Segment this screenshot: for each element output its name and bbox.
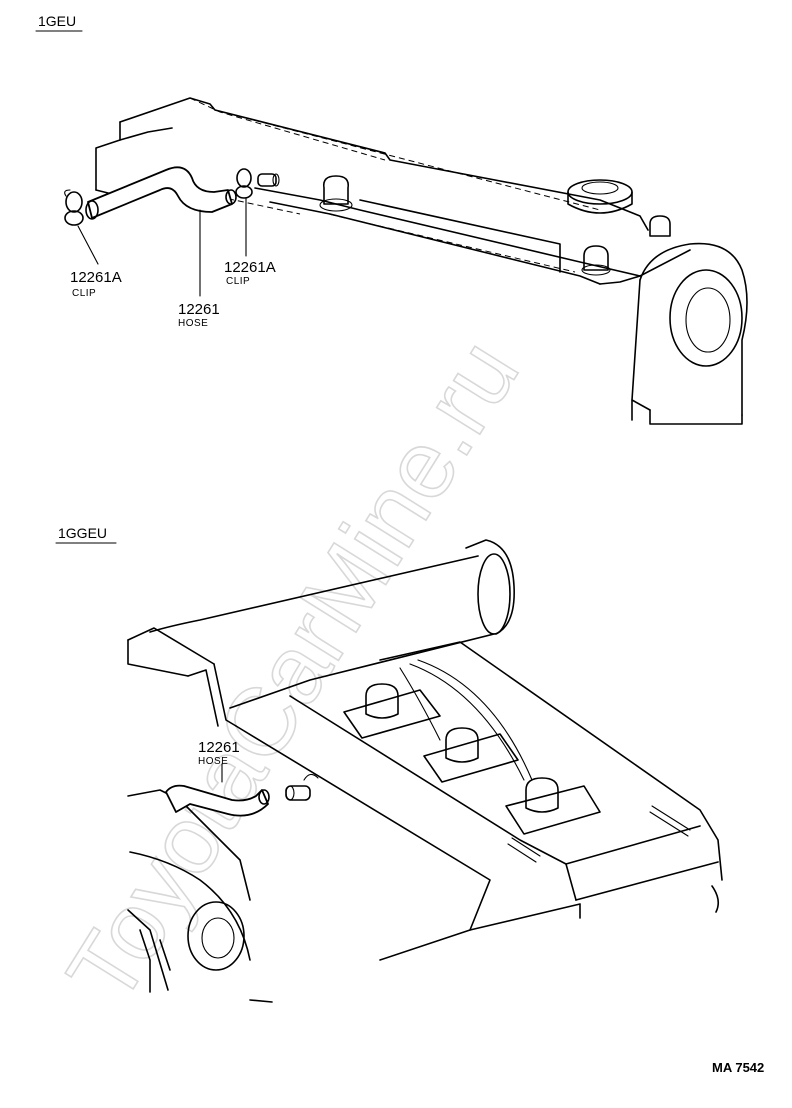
part-name: CLIP bbox=[226, 276, 250, 287]
callout-hose-1ggeu: 12261 HOSE bbox=[198, 739, 240, 767]
part-number: 12261 bbox=[198, 739, 240, 756]
clip-drawing-left bbox=[64, 189, 84, 226]
section-1ggeu: 1GGEU bbox=[55, 525, 723, 1003]
cylinder-head-cover-drawing bbox=[95, 97, 748, 425]
section-1geu: 1GEU bbox=[35, 13, 748, 425]
part-name: CLIP bbox=[72, 288, 96, 299]
nipple-drawing-1geu bbox=[257, 173, 280, 187]
nipple-drawing-1ggeu bbox=[285, 773, 319, 801]
callout-clip-right: 12261A CLIP bbox=[224, 259, 276, 287]
part-number: 12261A bbox=[224, 259, 276, 276]
part-number: 12261A bbox=[70, 269, 122, 286]
leader-clip-left bbox=[77, 225, 99, 265]
callout-clip-left: 12261A CLIP bbox=[70, 269, 122, 299]
hose-drawing-1geu bbox=[85, 166, 237, 220]
part-number: 12261 bbox=[178, 301, 220, 318]
clip-drawing-right bbox=[235, 168, 253, 199]
watermark: ToyotaCarMine.ru bbox=[46, 321, 540, 1022]
hose-drawing-1ggeu bbox=[165, 784, 270, 817]
figure-code: MA 7542 bbox=[712, 1060, 764, 1075]
section-label-1geu: 1GEU bbox=[38, 13, 76, 29]
part-name: HOSE bbox=[198, 756, 228, 767]
callout-hose-1geu: 12261 HOSE bbox=[178, 301, 220, 329]
section-label-1ggeu: 1GGEU bbox=[58, 525, 107, 541]
part-name: HOSE bbox=[178, 318, 208, 329]
watermark-text: ToyotaCarMine.ru bbox=[47, 322, 539, 1021]
